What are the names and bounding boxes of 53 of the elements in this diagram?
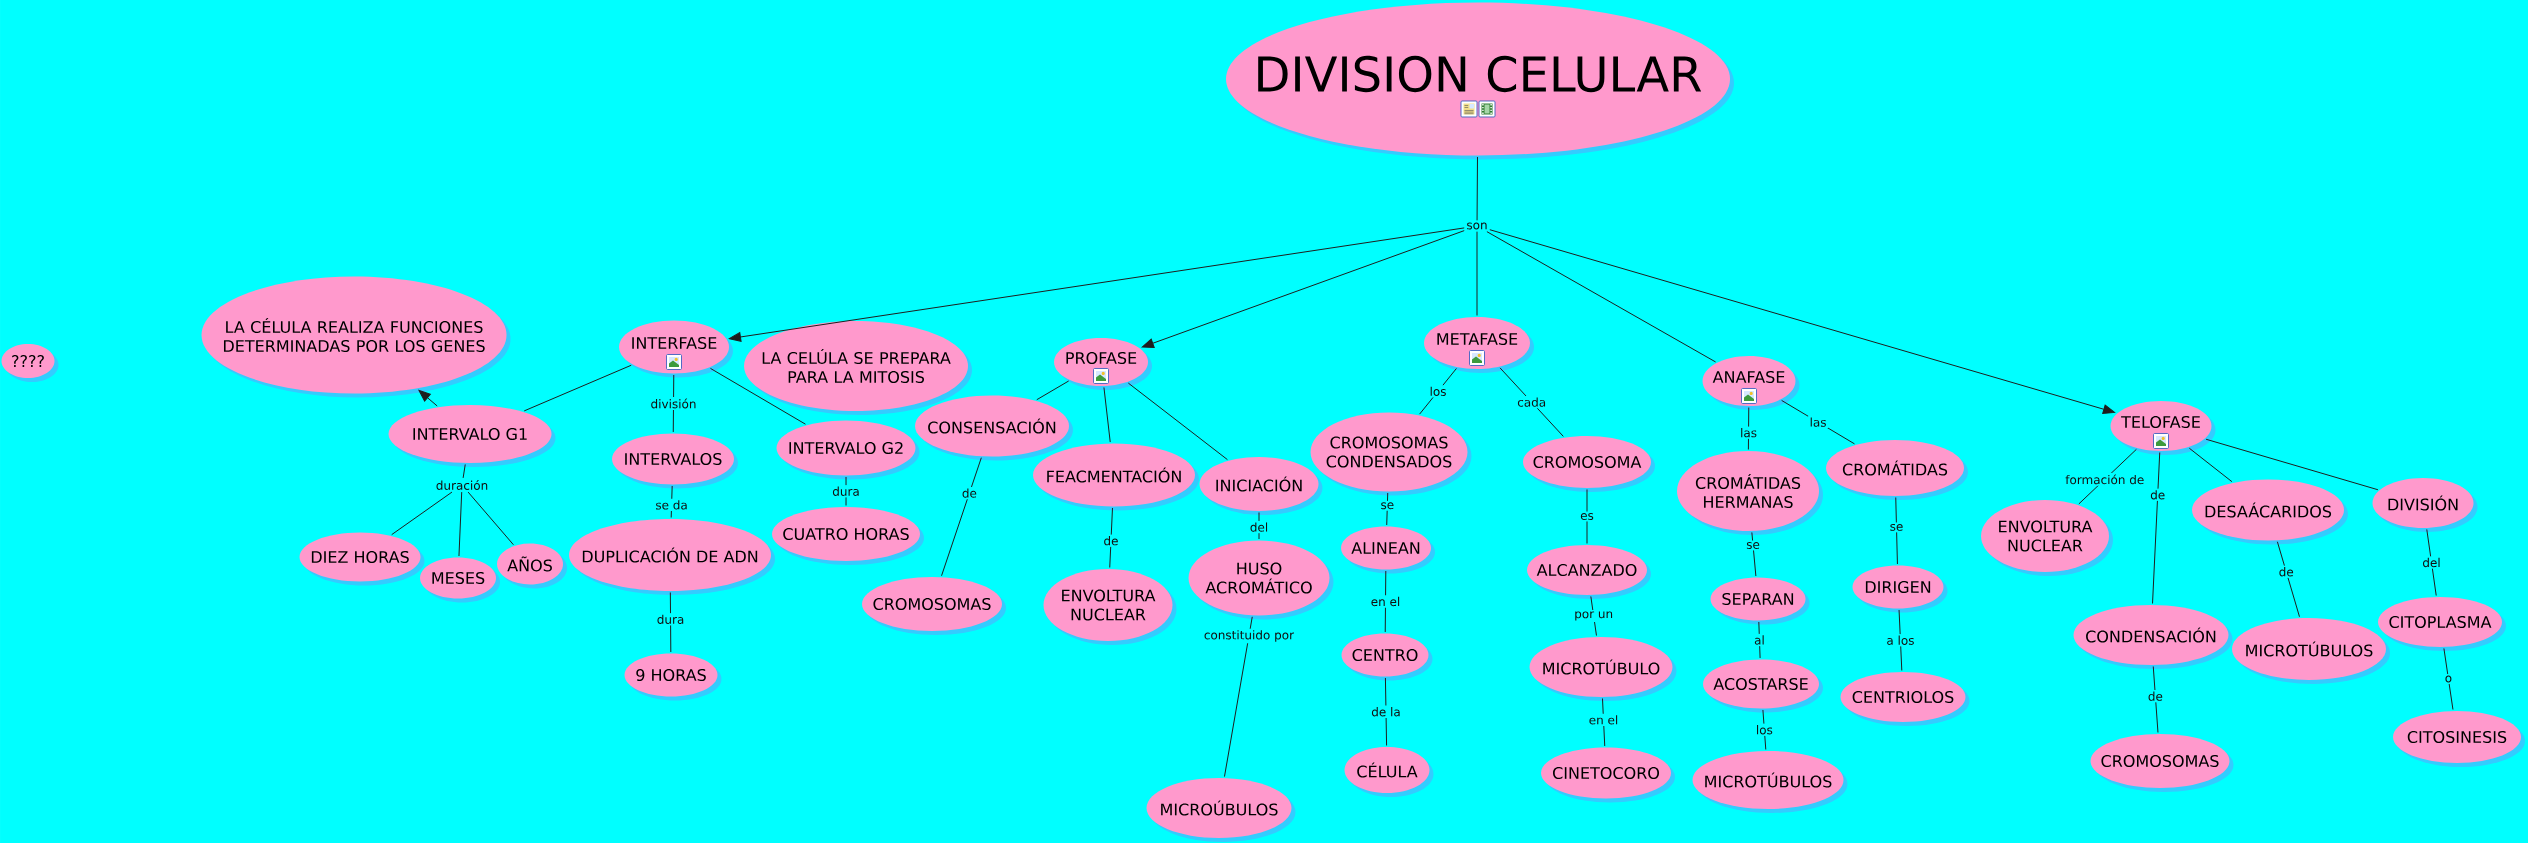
connector-line (1224, 616, 1253, 778)
connector-line (709, 367, 806, 425)
connector-line (1109, 507, 1113, 568)
edge-label: dura (830, 485, 862, 498)
edge-label: se (1379, 500, 1396, 511)
connector-line (2152, 666, 2159, 733)
linking-phrase: duración (433, 478, 491, 492)
connector-line (523, 364, 632, 412)
edge-label: del (2420, 556, 2443, 569)
connector-line (1499, 367, 1564, 437)
connector-line (1036, 380, 1070, 401)
arrow (418, 390, 438, 407)
edge-label: dura (655, 613, 686, 626)
edge-label: cada (1515, 396, 1548, 409)
arrow (1489, 229, 2116, 415)
edge-label: se (1888, 522, 1905, 533)
connector-line (1586, 489, 1588, 544)
connector-line (467, 491, 514, 546)
edge-label: los (1428, 385, 1448, 398)
connector-line (1476, 156, 1478, 221)
connector-line (2443, 647, 2454, 711)
connector-line (2205, 438, 2379, 491)
connector-line (2188, 447, 2233, 483)
edge-label: en el (1369, 595, 1402, 608)
connector-line (2276, 541, 2300, 618)
connector-line (1386, 492, 1389, 526)
edge-label: de (2146, 690, 2165, 703)
edge-label: o (2443, 674, 2454, 684)
edge-label: se (1744, 540, 1762, 551)
connector-line (1419, 367, 1457, 415)
arrow (728, 227, 1465, 342)
connector-line (941, 457, 982, 577)
connector-line (1747, 407, 1750, 450)
connector-line (1258, 512, 1260, 540)
connector-line (1127, 382, 1228, 461)
connector-line (1384, 677, 1388, 746)
edge-label: a los (1884, 634, 1916, 647)
edge-label: las (1808, 416, 1829, 429)
connector-line (458, 491, 463, 557)
edge-label: división (649, 397, 698, 410)
linking-phrase: son (1464, 220, 1490, 232)
connector-line (462, 463, 466, 479)
arrow (1141, 230, 1465, 348)
connector-line (1486, 231, 1717, 363)
connector-line (1103, 386, 1111, 443)
connector-line (1898, 609, 1903, 671)
connector-line (1751, 531, 1757, 577)
edge-label: es (1578, 511, 1596, 522)
connector-line (1476, 231, 1478, 316)
connector-line (2152, 452, 2161, 604)
connector-line (1895, 497, 1898, 565)
connector-line (1781, 399, 1855, 445)
connector-line (391, 491, 453, 536)
